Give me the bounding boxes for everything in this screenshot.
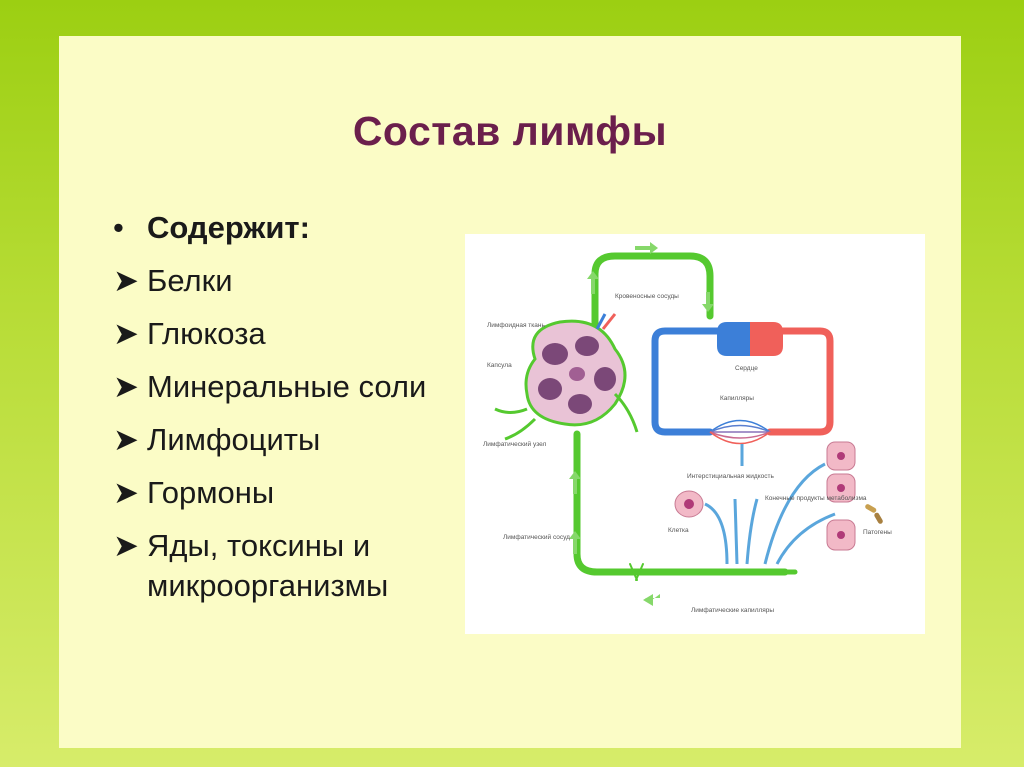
flow-arrow-icon [635, 242, 658, 254]
label-capsule: Капсула [487, 362, 512, 369]
lymph-node [494, 313, 639, 441]
label-blood-vessels: Кровеносные сосуды [615, 293, 679, 300]
slide: Состав лимфы • Содержит: ➤ Белки ➤ Глюко… [59, 36, 961, 748]
slide-title: Состав лимфы [352, 108, 668, 154]
list-item-text: Лимфоциты [147, 422, 321, 457]
list-item: ➤ Глюкоза [113, 314, 533, 367]
node-branch [494, 407, 537, 441]
flow-arrow-icon [569, 531, 581, 554]
content-list: • Содержит: ➤ Белки ➤ Глюкоза ➤ Минераль… [113, 208, 533, 606]
capillary [709, 424, 771, 433]
diagram-canvas: Лимфоидная ткань Кровеносные сосуды Капс… [483, 242, 892, 614]
lymph-vessel-network [573, 252, 798, 581]
cell-nucleus [684, 499, 694, 509]
label-pathogens: Патогены [863, 529, 892, 536]
list-item: ➤ Минеральные соли [113, 367, 533, 420]
cell-nucleus [837, 531, 845, 539]
flow-arrow-icon [587, 271, 599, 294]
list-item-text: Глюкоза [147, 316, 266, 351]
flow-arrows [569, 242, 714, 606]
fluid-arrow [704, 502, 729, 565]
capillary [709, 431, 771, 439]
node-branch [613, 392, 639, 433]
lymph-system-diagram: Лимфоидная ткань Кровеносные сосуды Капс… [465, 234, 925, 634]
heading-text: Содержит: [147, 210, 310, 245]
afferent-lymph-vessel [573, 430, 789, 576]
tissue-cells [674, 441, 883, 551]
fluid-arrow [733, 498, 739, 565]
fluid-arrow [775, 512, 836, 565]
arrow-bullet-icon: ➤ [113, 475, 139, 510]
list-heading: • Содержит: [113, 208, 533, 261]
arrow-bullet-icon: ➤ [113, 263, 139, 298]
label-lymph-capillaries: Лимфатические капилляры [691, 607, 774, 614]
list-item: ➤ Гормоны [113, 473, 533, 526]
node-follicle [538, 378, 562, 400]
label-lymphoid-tissue: Лимфоидная ткань [487, 322, 545, 329]
capillary [709, 419, 771, 433]
pathogen-icon [865, 504, 877, 513]
fluid-arrow [745, 498, 759, 565]
arrow-bullet-icon: ➤ [113, 528, 139, 563]
fluid-flow-arrows [704, 444, 836, 565]
capillary [709, 431, 771, 445]
node-follicle [575, 336, 599, 356]
node-blood-vessel-blue [595, 313, 607, 330]
arterial-loop [761, 327, 834, 436]
capillary-bed [709, 419, 771, 445]
flow-arrow-icon [569, 471, 581, 494]
list-item-text: Минеральные соли [147, 369, 427, 404]
arrow-bullet-icon: ➤ [113, 369, 139, 404]
venous-loop [651, 327, 739, 436]
lymph-valve [629, 563, 644, 581]
list-item: ➤ Яды, токсины и микроорганизмы [113, 526, 533, 606]
flow-arrow-icon [643, 594, 660, 606]
bullet-icon: • [113, 210, 124, 245]
flow-arrow-icon [702, 292, 714, 312]
label-interstitial-fluid: Интерстициальная жидкость [687, 473, 774, 480]
heart-left-chamber [717, 322, 750, 356]
arrow-bullet-icon: ➤ [113, 422, 139, 457]
list-item: ➤ Белки [113, 261, 533, 314]
node-follicle [568, 394, 592, 414]
cell-nucleus [837, 452, 845, 460]
label-capillaries: Капилляры [720, 395, 754, 402]
list-item-text: Яды, токсины и микроорганизмы [147, 528, 389, 603]
fluid-arrow [763, 462, 826, 565]
diagram-labels: Лимфоидная ткань Кровеносные сосуды Капс… [483, 293, 892, 614]
node-blood-vessel-red [601, 313, 617, 330]
efferent-lymph-vessel [591, 252, 714, 348]
blood-circulation [651, 327, 834, 436]
label-lymph-node: Лимфатический узел [483, 440, 547, 448]
label-heart: Сердце [735, 365, 758, 372]
list-item-text: Гормоны [147, 475, 275, 510]
node-follicle [569, 367, 585, 381]
heart [717, 322, 783, 356]
pathogen-icon [874, 512, 883, 524]
node-follicle [594, 367, 616, 391]
label-metabolic-products: Конечные продукты метаболизма [765, 494, 867, 502]
label-cell: Клетка [668, 527, 689, 534]
cell-nucleus [837, 484, 845, 492]
node-follicle [542, 343, 568, 365]
list-item-text: Белки [147, 263, 233, 298]
label-lymph-vessel: Лимфатический сосуд [503, 533, 570, 541]
heart-right-chamber [750, 322, 783, 356]
arrow-bullet-icon: ➤ [113, 316, 139, 351]
list-item: ➤ Лимфоциты [113, 420, 533, 473]
